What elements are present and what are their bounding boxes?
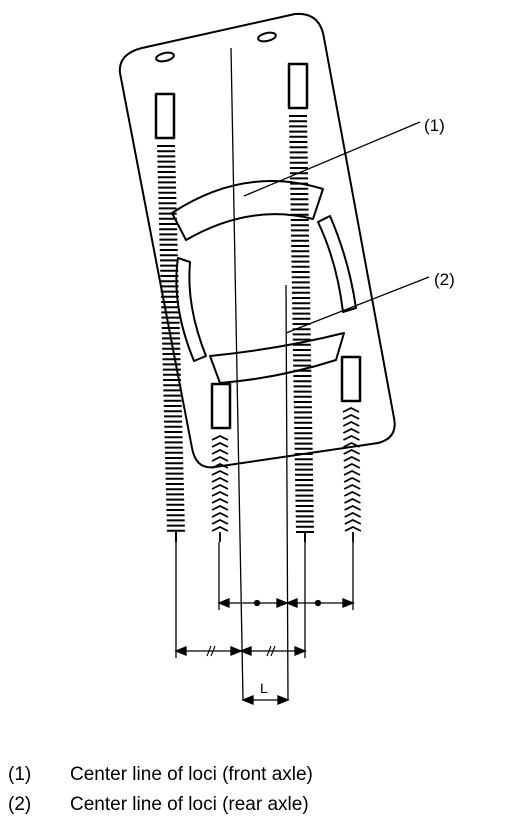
track-mark-rear-left (211, 490, 229, 497)
callout-1-label: (1) (424, 116, 445, 135)
legend-text-1: Center line of loci (front axle) (70, 764, 313, 785)
track-mark-rear-right (344, 525, 362, 532)
track-mark-rear-right (343, 455, 361, 462)
rear-dim-arrow-right (342, 598, 355, 608)
equal-mark-b1 (266, 645, 272, 657)
track-mark-rear-left (211, 434, 229, 441)
equal-mark-b2 (270, 645, 276, 657)
lower-cutout (209, 332, 345, 384)
mount-hole-left (155, 51, 175, 63)
track-mark-rear-right (343, 434, 360, 441)
track-mark-rear-left (211, 518, 229, 525)
track-mark-rear-right (344, 518, 362, 525)
mount-hole-right (257, 31, 277, 43)
track-mark-rear-right (343, 483, 361, 490)
rear-dim-dot-1 (253, 599, 261, 607)
equal-mark-a2 (210, 645, 216, 657)
rear-dim-mid-arrows (276, 598, 298, 608)
track-front-right (289, 115, 314, 542)
track-front-left (157, 145, 185, 542)
leader-line-1 (243, 121, 421, 197)
track-mark-rear-right (343, 469, 361, 476)
callout-2-label: (2) (434, 270, 455, 289)
left-arc (175, 257, 207, 362)
legend-item-2: (2) Center line of loci (rear axle) (8, 790, 508, 820)
track-mark-rear-left (211, 483, 229, 490)
front-dim-arrow-right (294, 646, 307, 656)
offset-arrow-right (277, 695, 290, 705)
legend-text-2: Center line of loci (rear axle) (70, 794, 309, 815)
rear-dim-dot-2 (314, 599, 322, 607)
track-mark-rear-left (211, 497, 229, 504)
track-mark-rear-left (211, 441, 229, 448)
legend-number-1: (1) (8, 764, 32, 785)
front-right-tire (287, 62, 309, 110)
track-mark-rear-left (211, 469, 229, 476)
front-axle-center-line (230, 47, 244, 701)
legend: (1) Center line of loci (front axle) (2)… (8, 760, 508, 820)
track-mark-rear-right (343, 476, 361, 483)
track-mark-rear-right (343, 462, 361, 469)
track-mark-rear-left (211, 525, 229, 532)
track-mark-rear-right (343, 490, 361, 497)
track-mark-rear-left (211, 511, 229, 518)
front-left-tire (154, 92, 176, 140)
dimension-label-L: L (260, 680, 268, 696)
rear-axle-center-line (285, 284, 289, 701)
track-mark-rear-right (344, 504, 361, 511)
track-mark-rear-left (211, 455, 229, 462)
right-arc (317, 215, 357, 313)
legend-number-2: (2) (8, 794, 32, 815)
track-rear-right (342, 406, 362, 542)
rear-left-tire (210, 382, 232, 430)
front-dim-arrow-left (174, 646, 187, 656)
leader-line-2 (285, 276, 430, 334)
track-mark-rear-right (342, 420, 360, 427)
track-rear-left (211, 434, 229, 542)
track-mark-rear-right (343, 441, 360, 448)
track-mark-rear-right (343, 448, 361, 455)
track-mark-rear-right (342, 406, 360, 413)
offset-arrow-left (241, 695, 254, 705)
track-mark-rear-right (344, 511, 362, 518)
track-mark-rear-left (211, 462, 229, 469)
track-mark-rear-left (211, 504, 229, 511)
wheel-alignment-diagram: (1) (2) L (118, 12, 455, 705)
rear-right-tire (340, 355, 362, 403)
rear-dim-arrow-left (217, 598, 230, 608)
board-outline (118, 12, 396, 469)
track-mark-rear-left (211, 476, 229, 483)
upper-cutout (171, 180, 324, 241)
track-mark-rear-right (344, 497, 361, 504)
track-mark-rear-left (211, 448, 229, 455)
equal-mark-a1 (206, 645, 212, 657)
front-dim-mid-arrows (230, 646, 252, 656)
track-mark-rear-right (342, 413, 360, 420)
legend-item-1: (1) Center line of loci (front axle) (8, 760, 508, 790)
track-mark-rear-right (342, 427, 360, 434)
